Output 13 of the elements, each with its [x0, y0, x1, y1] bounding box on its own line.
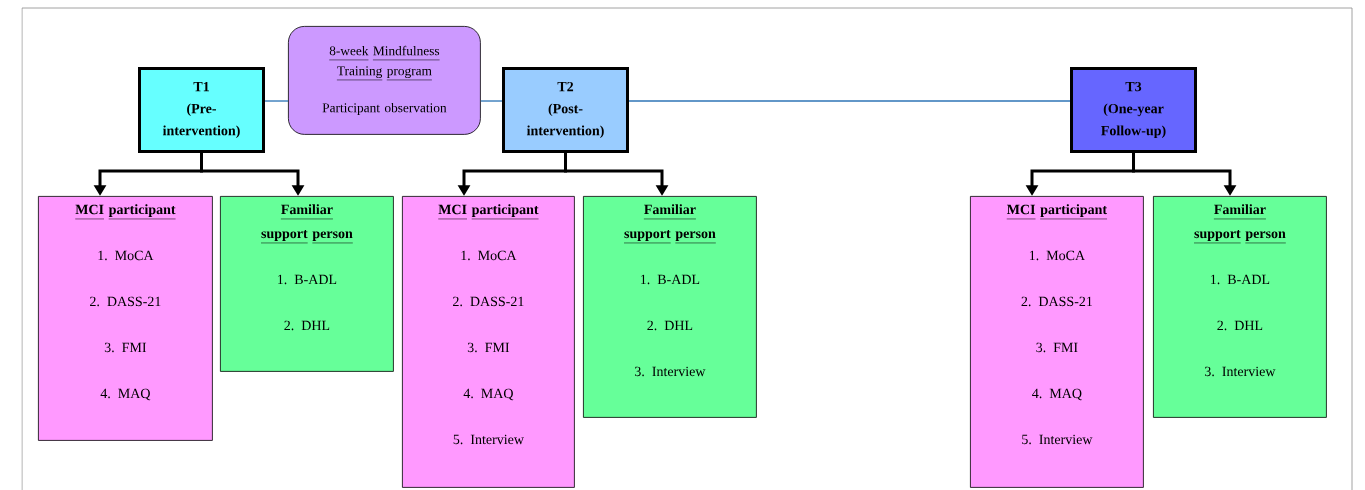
timepoint-box: T3 (One-year Follow-up): [1070, 67, 1197, 153]
measures-box: MCI participant 1. MoCA 2. DASS-21 3. FMI 4. MAQ: [38, 196, 213, 441]
measures-box: Familiar support person 1. B-ADL 2. DHL 3. Interview: [1153, 196, 1327, 418]
measures-box: MCI participant 1. MoCA 2. DASS-21 3. FMI 4. MAQ 5. Interview: [402, 196, 575, 488]
connector-line: [628, 100, 1071, 102]
connector-line: [264, 100, 289, 102]
measures-box: Familiar support person 1. B-ADL 2. DHL 3. Interview: [583, 196, 757, 418]
connector-line: [480, 100, 503, 102]
timepoint-box: T1 (Pre-intervention): [138, 67, 265, 153]
measures-box: MCI participant 1. MoCA 2. DASS-21 3. FMI 4. MAQ 5. Interview: [970, 196, 1144, 488]
measures-box: Familiar support person 1. B-ADL 2. DHL: [220, 196, 394, 372]
timepoint-box: T2 (Post-intervention): [502, 67, 629, 153]
program-box: 8-week Mindfulness Training program Participant observation: [288, 26, 481, 135]
